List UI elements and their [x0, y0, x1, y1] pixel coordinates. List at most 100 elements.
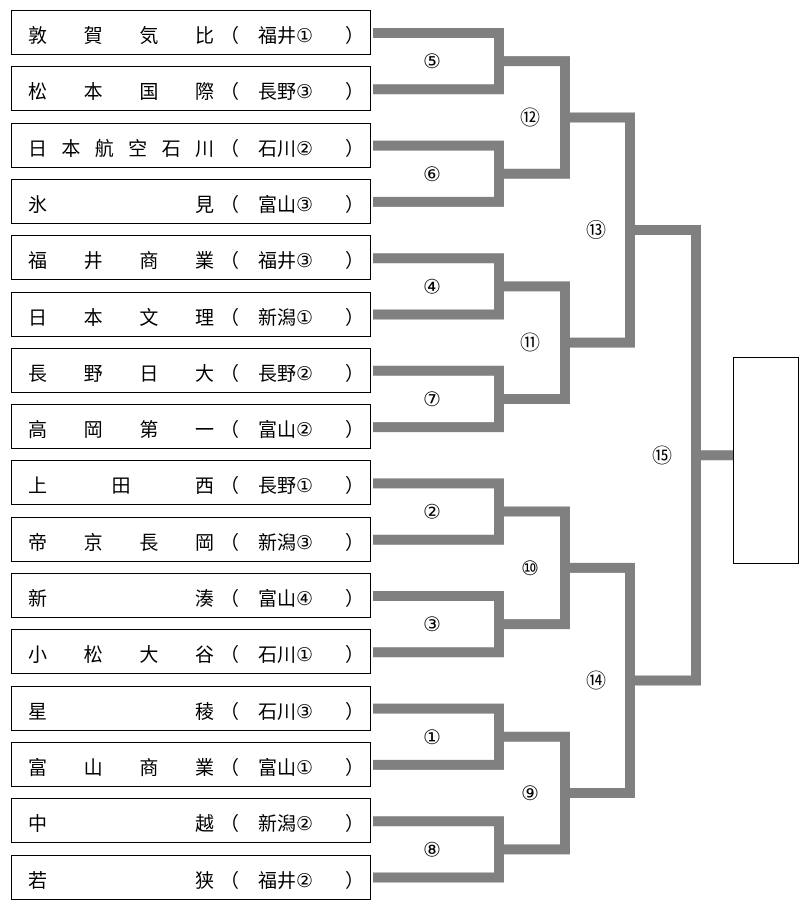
team-name-char: 岡 [194, 531, 214, 554]
team-name-char: 長 [139, 531, 159, 554]
team-name-char: 富 [28, 756, 48, 779]
team-name-char: 野 [83, 362, 103, 385]
team-name-char: 山 [83, 756, 103, 779]
paren-close: ） [345, 81, 365, 104]
team-name-char: 谷 [194, 644, 214, 667]
paren-open: （ [220, 588, 240, 610]
team-name-char: 京 [83, 531, 103, 554]
paren-open: （ [220, 475, 240, 498]
team-name: 若狭 [28, 866, 214, 893]
paren-close: ） [345, 756, 365, 779]
match-number: ⑥ [423, 162, 441, 186]
team-prefecture-seed: 長野① [258, 475, 314, 498]
team-box: 日本航空石川（石川②） [11, 122, 371, 168]
paren-open: （ [220, 644, 240, 667]
match-number: ⑭ [586, 668, 606, 692]
team-name: 新湊 [28, 584, 214, 611]
team-prefecture-seed: 富山① [258, 756, 314, 779]
team-name-char: 岡 [83, 419, 103, 442]
team-name: 富山商業 [28, 753, 214, 780]
match-number: ⑦ [423, 387, 441, 411]
paren-open: （ [220, 419, 240, 442]
team-box: 松本国際（長野③） [11, 66, 371, 112]
team-name-char: 上 [28, 475, 48, 498]
team-name: 日本文理 [28, 303, 214, 330]
paren-open: （ [220, 193, 240, 216]
paren-close: ） [345, 644, 365, 667]
team-box: 敦賀気比（福井①） [11, 10, 371, 55]
team-name: 小松大谷 [28, 640, 214, 667]
paren-close: ） [345, 588, 365, 610]
team-name-char: 帝 [28, 531, 48, 554]
paren-open: （ [220, 756, 240, 779]
team-name: 松本国際 [28, 77, 214, 104]
paren-open: （ [220, 869, 240, 892]
paren-open: （ [220, 531, 240, 554]
match-number: ⑮ [652, 443, 672, 467]
team-name: 高岡第一 [28, 415, 214, 442]
team-prefecture-seed: 富山④ [258, 588, 314, 610]
team-name-char: 航 [94, 137, 114, 160]
team-name-char: 際 [194, 81, 214, 104]
team-prefecture-seed: 福井② [258, 869, 314, 892]
team-box: 氷見（富山③） [11, 178, 371, 224]
team-name-char: 大 [139, 644, 159, 667]
team-name-char: 業 [194, 250, 214, 273]
team-name-char: 福 [28, 250, 48, 273]
paren-close: ） [345, 250, 365, 273]
team-box: 新湊（富山④） [11, 573, 371, 618]
team-name-char: 若 [28, 869, 48, 892]
paren-close: ） [345, 137, 365, 160]
team-prefecture-seed: 新潟③ [258, 531, 314, 554]
team-name: 中越 [28, 809, 214, 836]
team-name: 日本航空石川 [28, 134, 214, 161]
team-name-char: 西 [194, 475, 214, 498]
team-name-char: 越 [194, 813, 214, 836]
match-number: ② [423, 500, 441, 524]
team-box: 帝 京 長 岡 （ 新潟③ ） [11, 516, 371, 562]
team-name-char: 本 [61, 137, 81, 160]
team-name-char: 湊 [194, 588, 214, 610]
paren-open: （ [220, 362, 240, 385]
team-name-char: 田 [111, 475, 131, 498]
team-box: 上田西（長野①） [11, 460, 371, 506]
team-prefecture-seed: 石川② [258, 137, 314, 160]
paren-close: ） [345, 700, 365, 723]
team-name-char: 商 [139, 756, 159, 779]
team-name-char: 川 [194, 137, 214, 160]
team-name-char: 氷 [28, 193, 48, 216]
paren-open: （ [220, 81, 240, 104]
match-number: ⑨ [521, 781, 539, 805]
match-number: ④ [423, 274, 441, 298]
paren-close: ） [345, 306, 365, 329]
match-number: ⑪ [520, 331, 540, 355]
paren-close: ） [345, 419, 365, 442]
paren-close: ） [345, 25, 365, 47]
paren-open: （ [220, 813, 240, 836]
team-name: 星稜 [28, 697, 214, 724]
team-prefecture-seed: 福井① [258, 25, 314, 47]
team-box: 若狭（福井②） [11, 854, 371, 900]
team-name-char: 見 [194, 193, 214, 216]
team-name-char: 敦 [28, 25, 48, 47]
team-prefecture-seed: 新潟② [258, 813, 314, 836]
team-name-char: 国 [139, 81, 159, 104]
team-prefecture-seed: 石川③ [258, 700, 314, 723]
team-name-char: 高 [28, 419, 48, 442]
team-name-char: 石 [161, 137, 181, 160]
paren-close: ） [345, 531, 365, 554]
team-name-char: 長 [28, 362, 48, 385]
team-box: 日本文理（新潟①） [11, 291, 371, 337]
team-name: 上田西 [28, 471, 214, 498]
paren-open: （ [220, 700, 240, 723]
team-name-char: 新 [28, 588, 48, 610]
team-name-char: 日 [139, 362, 159, 385]
team-prefecture-seed: 富山② [258, 419, 314, 442]
team-box: 星稜 （ 石川③ ） [11, 685, 371, 731]
team-name-char: 空 [128, 137, 148, 160]
team-name-char: 中 [28, 813, 48, 836]
team-prefecture-seed: 福井③ [258, 250, 314, 273]
team-name-char: 大 [194, 362, 214, 385]
team-name-char: 本 [83, 81, 103, 104]
